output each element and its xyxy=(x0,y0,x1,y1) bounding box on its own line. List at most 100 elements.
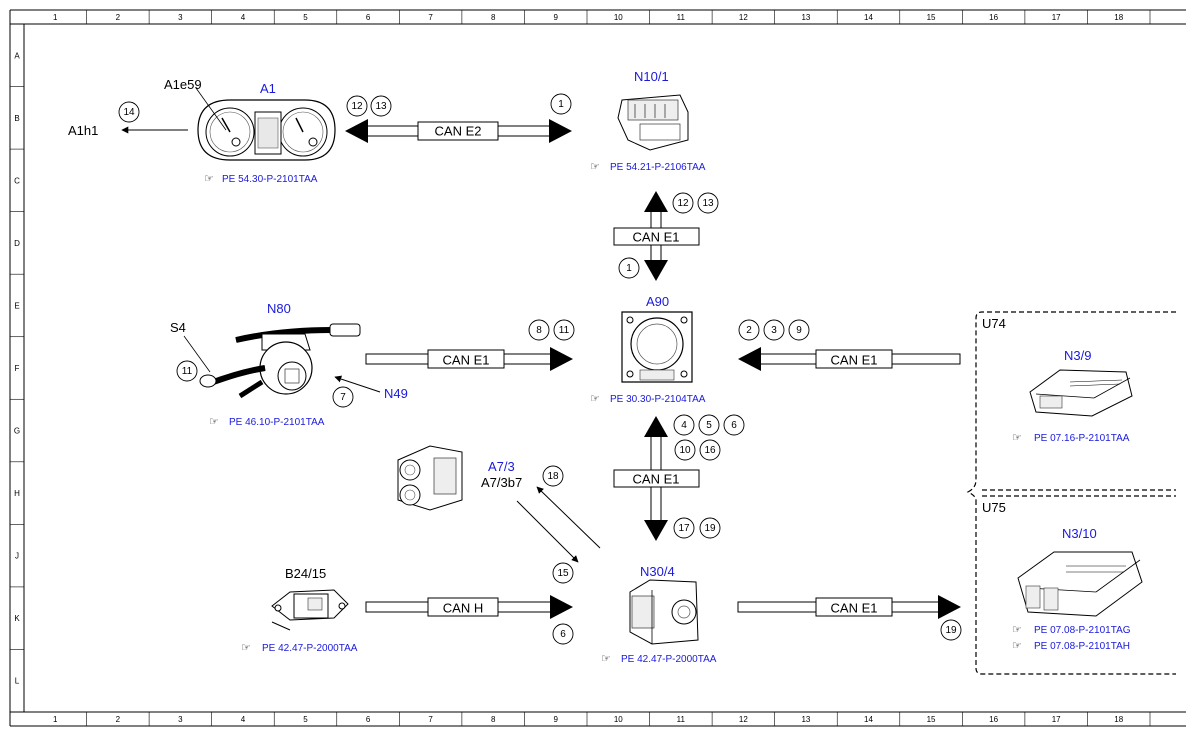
svg-text:3: 3 xyxy=(771,325,777,336)
a90-reference[interactable]: PE 30.30-P-2104TAA xyxy=(610,394,706,405)
grid-column-label: 12 xyxy=(739,715,748,724)
grid-row-label: L xyxy=(15,677,20,686)
callout-13: 13 xyxy=(697,192,719,214)
ecu-n3-9[interactable] xyxy=(1029,369,1133,417)
can-e2-label: CAN E2 xyxy=(435,124,482,139)
hand-pointer-icon: ☞ xyxy=(204,173,214,185)
a1-reference[interactable]: PE 54.30-P-2101TAA xyxy=(222,174,318,185)
grid-column-label: 8 xyxy=(491,13,496,22)
grid-column-label: 4 xyxy=(241,715,246,724)
can-e1-u75-label: CAN E1 xyxy=(831,601,878,616)
callout-12: 12 xyxy=(672,192,694,214)
grid-column-label: 9 xyxy=(553,715,558,724)
n49-label: N49 xyxy=(384,386,408,401)
svg-text:7: 7 xyxy=(340,392,346,403)
callout-5: 5 xyxy=(698,414,720,436)
n3-9-reference[interactable]: PE 07.16-P-2101TAA xyxy=(1034,433,1130,444)
svg-text:16: 16 xyxy=(704,445,716,456)
instrument-cluster-a1[interactable] xyxy=(197,99,336,161)
grid-column-label: 17 xyxy=(1052,715,1061,724)
svg-text:1: 1 xyxy=(626,263,632,274)
module-n80[interactable] xyxy=(199,323,361,399)
callout-3: 3 xyxy=(763,319,785,341)
sensor-b24-15[interactable] xyxy=(271,589,349,631)
grid-column-label: 7 xyxy=(428,13,433,22)
module-n10-1[interactable] xyxy=(617,94,689,151)
can-e1-n10-bus xyxy=(613,191,700,281)
grid-column-label: 11 xyxy=(677,13,686,22)
callout-7: 7 xyxy=(332,386,354,408)
u74-group-frame xyxy=(966,311,1176,501)
callout-17: 17 xyxy=(673,517,695,539)
can-e1-n80-bus xyxy=(365,347,573,371)
grid-column-labels: 1122334455667788991010111112121313141415… xyxy=(53,10,1151,726)
n3-10-reference-2[interactable]: PE 07.08-P-2101TAH xyxy=(1034,641,1130,652)
grid-column-label: 7 xyxy=(428,715,433,724)
svg-text:12: 12 xyxy=(677,198,689,209)
grid-row-label: G xyxy=(14,427,20,436)
can-e2-bus xyxy=(345,119,572,143)
grid-row-label: H xyxy=(14,489,20,498)
svg-text:13: 13 xyxy=(702,198,714,209)
n30-4-reference[interactable]: PE 42.47-P-2000TAA xyxy=(621,654,717,665)
ecu-n3-10[interactable] xyxy=(1017,551,1143,617)
callout-19: 19 xyxy=(940,619,962,641)
callout-16: 16 xyxy=(699,439,721,461)
a1h1-label: A1h1 xyxy=(68,123,98,138)
svg-text:6: 6 xyxy=(560,629,566,640)
grid-column-label: 1 xyxy=(53,13,58,22)
grid-column-label: 14 xyxy=(864,13,873,22)
can-e1-n30-bus xyxy=(613,416,700,541)
n3-9-label: N3/9 xyxy=(1064,348,1091,363)
callout-14: 14 xyxy=(118,101,140,123)
a1e59-label: A1e59 xyxy=(164,77,202,92)
callout-8: 8 xyxy=(528,319,550,341)
grid-row-label: K xyxy=(14,614,20,623)
callout-18: 18 xyxy=(542,465,564,487)
module-a90[interactable] xyxy=(621,311,693,383)
hand-pointer-icon: ☞ xyxy=(209,416,219,428)
module-n30-4[interactable] xyxy=(629,579,699,645)
grid-row-label: C xyxy=(14,176,20,185)
hand-pointer-icon: ☞ xyxy=(590,393,600,405)
n80-reference[interactable]: PE 46.10-P-2101TAA xyxy=(229,417,325,428)
can-e1-n30-label: CAN E1 xyxy=(633,472,680,487)
hand-pointer-icon: ☞ xyxy=(590,161,600,173)
svg-text:8: 8 xyxy=(536,325,542,336)
a90-label: A90 xyxy=(646,294,669,309)
svg-text:11: 11 xyxy=(182,366,193,377)
hand-pointer-icon: ☞ xyxy=(1012,432,1022,444)
callout-11: 11 xyxy=(553,319,575,341)
svg-text:19: 19 xyxy=(945,625,957,636)
grid-row-label: F xyxy=(15,364,20,373)
grid-column-label: 8 xyxy=(491,715,496,724)
grid-column-label: 3 xyxy=(178,13,183,22)
hand-pointer-icon: ☞ xyxy=(601,653,611,665)
callout-15: 15 xyxy=(552,562,574,584)
svg-text:2: 2 xyxy=(746,325,752,336)
svg-text:18: 18 xyxy=(547,471,559,482)
callout-1: 1 xyxy=(618,257,640,279)
can-e1-u75-bus xyxy=(737,595,961,619)
grid-column-label: 13 xyxy=(801,715,810,724)
grid-column-label: 4 xyxy=(241,13,246,22)
b24-15-reference[interactable]: PE 42.47-P-2000TAA xyxy=(262,643,358,654)
callout-6: 6 xyxy=(723,414,745,436)
module-a7-3[interactable] xyxy=(397,445,463,511)
svg-text:12: 12 xyxy=(351,101,363,112)
can-e1-u74-label: CAN E1 xyxy=(831,353,878,368)
can-e1-n10-label: CAN E1 xyxy=(633,230,680,245)
n3-10-reference-1[interactable]: PE 07.08-P-2101TAG xyxy=(1034,625,1131,636)
grid-row-label: A xyxy=(14,51,20,60)
callout-9: 9 xyxy=(788,319,810,341)
callout-2: 2 xyxy=(738,319,760,341)
svg-text:15: 15 xyxy=(557,568,569,579)
svg-text:9: 9 xyxy=(796,325,802,336)
svg-text:4: 4 xyxy=(681,420,687,431)
callout-19: 19 xyxy=(699,517,721,539)
a7-3-label: A7/3 xyxy=(488,459,515,474)
n10-1-reference[interactable]: PE 54.21-P-2106TAA xyxy=(610,162,706,173)
svg-text:14: 14 xyxy=(123,107,135,118)
